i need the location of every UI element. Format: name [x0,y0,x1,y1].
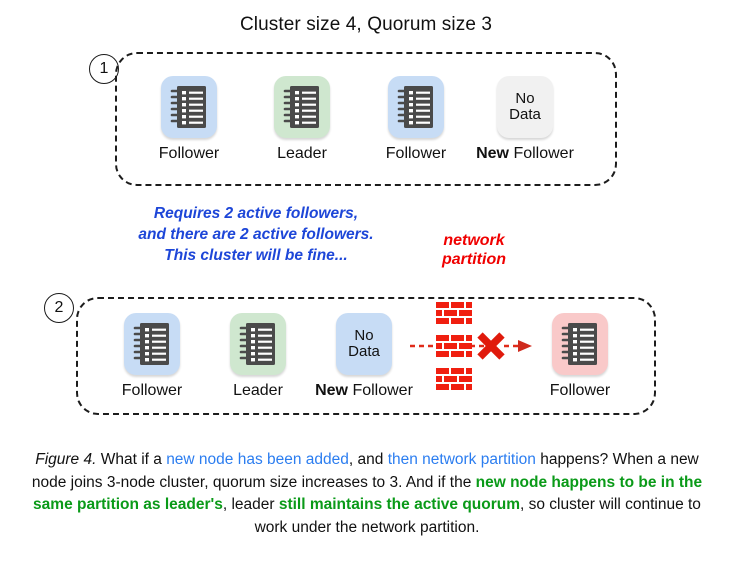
brick-wall-icon [436,302,472,390]
node-label-row2-3: Follower [549,382,611,399]
caption-highlight-blue-1: new node has been added [166,451,349,468]
no-data-line1: No [354,327,374,344]
quorum-note-line2: and there are 2 active followers. [138,226,374,243]
node-tile-row1-2 [388,76,444,138]
node-label-row2-2: New Follower [315,382,413,399]
caption-highlight-green-2: still maintains the active quorum [278,496,521,513]
network-partition-line1: network [443,232,505,249]
node-label-row1-2: Follower [385,145,447,162]
caption-text-1: What if a [96,451,167,468]
node-tile-row2-2: No Data [336,313,392,375]
node-row1-3[interactable]: No Data New Follower [473,76,577,163]
no-data-box: No Data [348,328,380,360]
node-row1-2[interactable]: Follower [364,76,468,163]
node-label-row2-1: Leader [233,382,283,399]
node-label-row1-0: Follower [158,145,220,162]
no-data-box: No Data [509,91,541,123]
quorum-note: Requires 2 active followers, and there a… [96,203,416,266]
no-data-line2: Data [348,343,380,360]
node-label-row1-1: Leader [277,145,327,162]
caption-highlight-blue-2: then network partition [387,451,536,468]
step-number-1: 1 [89,54,119,84]
node-tile-row2-3 [552,313,608,375]
caption-figure-number: Figure 4. [35,451,97,468]
figure-caption: Figure 4. What if a new node has been ad… [26,449,708,539]
no-data-line1: No [515,90,535,107]
node-label-row2-0: Follower [121,382,183,399]
node-row2-1[interactable]: Leader [206,313,310,400]
step-number-2: 2 [44,293,74,323]
node-row2-0[interactable]: Follower [100,313,204,400]
notebook-icon [133,323,169,365]
network-partition-label: network partition [410,231,538,269]
quorum-note-line1: Requires 2 active followers, [153,205,359,222]
node-tile-row1-0 [161,76,217,138]
node-row2-3[interactable]: Follower [528,313,632,400]
node-tile-row2-1 [230,313,286,375]
quorum-note-line3: This cluster will be fine... [164,247,348,264]
notebook-icon [397,86,433,128]
node-row2-2[interactable]: No Data New Follower [312,313,416,400]
notebook-icon [170,86,206,128]
no-data-line2: Data [509,106,541,123]
node-tile-row1-1 [274,76,330,138]
cluster-box-step2 [76,297,656,415]
notebook-icon [239,323,275,365]
notebook-icon [283,86,319,128]
node-label-row1-3: New Follower [476,145,574,162]
node-row1-1[interactable]: Leader [250,76,354,163]
node-row1-0[interactable]: Follower [137,76,241,163]
node-tile-row2-0 [124,313,180,375]
caption-text-2: , and [348,451,388,468]
caption-text-4: , leader [222,496,279,513]
cluster-box-step1 [115,52,617,186]
dashed-arrow-icon [410,340,532,352]
notebook-icon [561,323,597,365]
caption-text-5: , so cluster will continue to work under… [254,496,701,536]
network-partition-graphic [408,296,543,396]
page-title: Cluster size 4, Quorum size 3 [239,14,493,35]
network-partition-line2: partition [442,251,506,268]
caption-highlight-green-1: new node happens to be in the same parti… [33,473,703,514]
node-tile-row1-3: No Data [497,76,553,138]
caption-text-3: happens? When a new node joins 3-node cl… [31,451,699,491]
red-x-icon [477,332,505,360]
